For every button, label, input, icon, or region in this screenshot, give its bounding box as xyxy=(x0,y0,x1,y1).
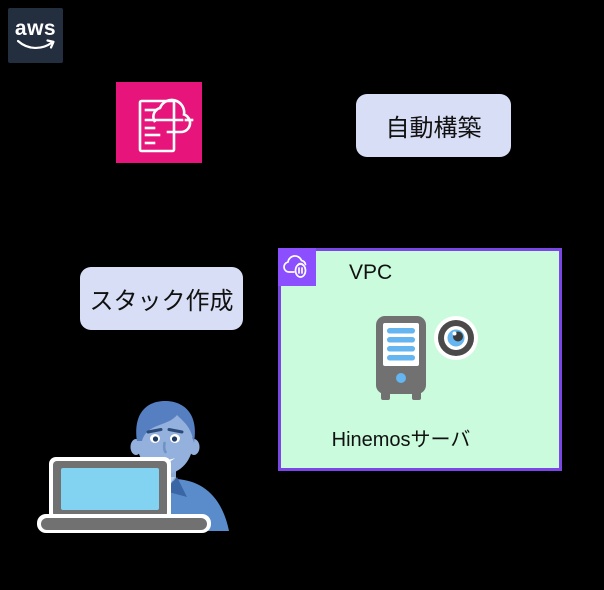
user-with-laptop-glyph xyxy=(37,401,229,533)
aws-logo-text: aws xyxy=(14,17,57,40)
cloudformation-icon xyxy=(116,82,202,163)
cloud-lock-glyph xyxy=(283,255,307,278)
vpc-title: VPC xyxy=(349,261,393,284)
vpc-icon xyxy=(278,248,316,286)
aws-logo: aws xyxy=(8,8,63,63)
stack-create-label: スタック作成 xyxy=(80,267,243,330)
aws-smile-icon xyxy=(16,39,55,50)
auto-build-label: 自動構築 xyxy=(356,94,511,157)
stack-create-text: スタック作成 xyxy=(89,288,234,315)
user-with-laptop-icon xyxy=(35,395,235,535)
server-with-eye-glyph xyxy=(376,316,478,400)
hinemos-server-icon xyxy=(374,312,484,404)
auto-build-text: 自動構築 xyxy=(385,115,482,142)
cloudformation-glyph xyxy=(138,98,194,153)
vpc-container: VPC xyxy=(278,248,562,471)
hinemos-server-label: Hinemosサーバ xyxy=(331,429,471,451)
